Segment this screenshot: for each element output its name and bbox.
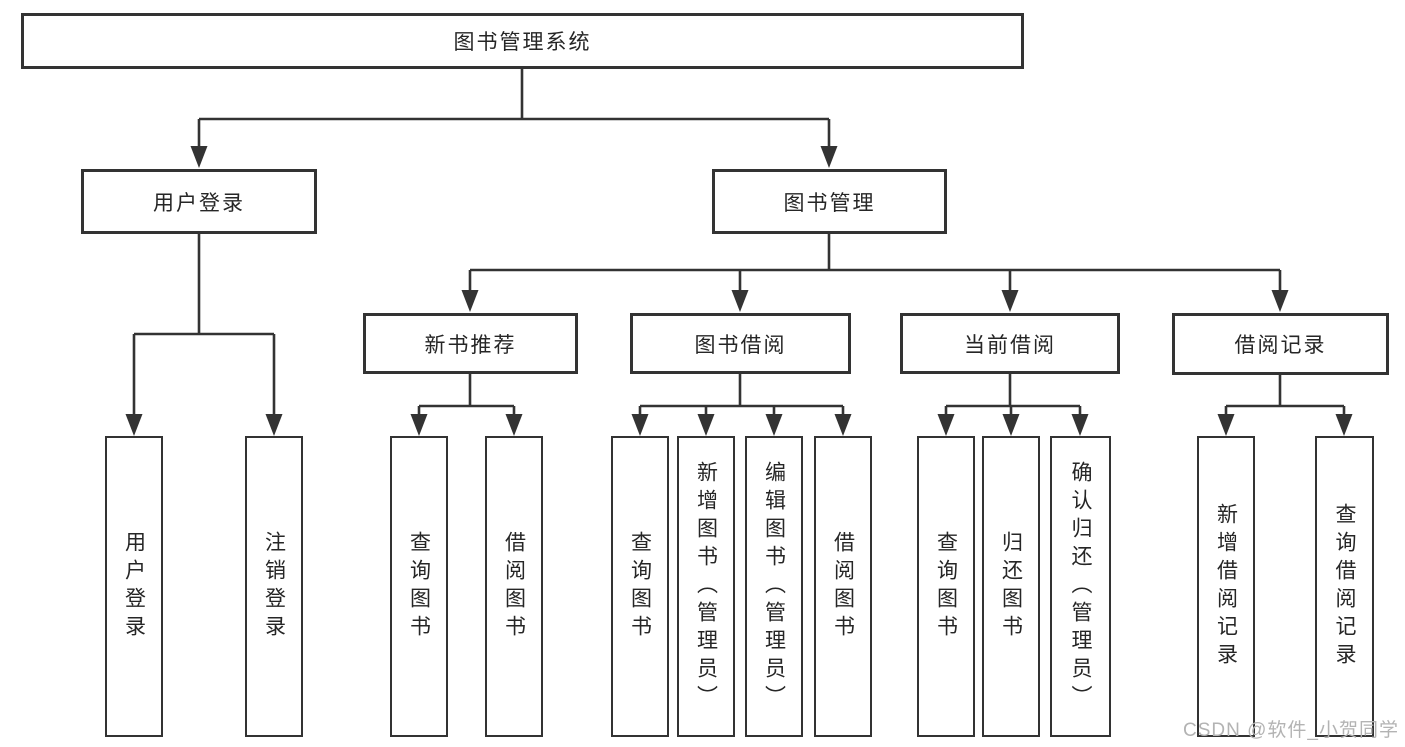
leaf-label: 查询图书 bbox=[628, 530, 652, 643]
leaf-borrow-books-recommend: 借阅图书 bbox=[485, 436, 543, 737]
leaf-label: 借阅图书 bbox=[502, 530, 526, 643]
leaf-label: 注销登录 bbox=[262, 530, 286, 643]
csdn-watermark: CSDN @软件_小贺同学 bbox=[1183, 720, 1399, 741]
leaf-label: 编辑图书（管理员） bbox=[762, 460, 786, 713]
leaf-label: 新增借阅记录 bbox=[1214, 502, 1238, 671]
leaf-label: 确认归还（管理员） bbox=[1069, 460, 1092, 713]
leaf-confirm-return-admin: 确认归还（管理员） bbox=[1050, 436, 1111, 737]
leaf-query-books-recommend: 查询图书 bbox=[390, 436, 448, 737]
node-label: 图书借阅 bbox=[694, 333, 787, 357]
leaf-label: 借阅图书 bbox=[831, 530, 855, 643]
node-label: 当前借阅 bbox=[964, 333, 1056, 357]
leaf-add-borrow-record: 新增借阅记录 bbox=[1197, 436, 1255, 737]
node-label: 新书推荐 bbox=[424, 333, 517, 357]
node-book-borrowing: 图书借阅 bbox=[630, 313, 851, 374]
node-label: 用户登录 bbox=[153, 191, 245, 215]
leaf-return-books: 归还图书 bbox=[982, 436, 1040, 737]
leaf-query-borrow-record: 查询借阅记录 bbox=[1315, 436, 1374, 737]
node-current-borrowing: 当前借阅 bbox=[900, 313, 1120, 374]
leaf-label: 查询图书 bbox=[934, 530, 958, 643]
leaf-query-books-current: 查询图书 bbox=[917, 436, 975, 737]
node-borrowing-records: 借阅记录 bbox=[1172, 313, 1389, 375]
node-user-login: 用户登录 bbox=[81, 169, 317, 234]
leaf-user-login: 用户登录 bbox=[105, 436, 163, 737]
leaf-label: 归还图书 bbox=[999, 530, 1023, 643]
leaf-logout: 注销登录 bbox=[245, 436, 303, 737]
leaf-edit-book-admin: 编辑图书（管理员） bbox=[745, 436, 803, 737]
leaf-borrow-books: 借阅图书 bbox=[814, 436, 872, 737]
leaf-label: 新增图书（管理员） bbox=[694, 460, 718, 713]
leaf-label: 用户登录 bbox=[122, 530, 146, 643]
node-book-management: 图书管理 bbox=[712, 169, 947, 234]
node-new-book-recommendation: 新书推荐 bbox=[363, 313, 578, 374]
node-library-management-system: 图书管理系统 bbox=[21, 13, 1024, 69]
leaf-label: 查询借阅记录 bbox=[1333, 502, 1356, 671]
node-label: 图书管理系统 bbox=[453, 31, 592, 54]
leaf-add-book-admin: 新增图书（管理员） bbox=[677, 436, 735, 737]
node-label: 借阅记录 bbox=[1234, 334, 1327, 357]
leaf-query-books-borrowing: 查询图书 bbox=[611, 436, 669, 737]
leaf-label: 查询图书 bbox=[407, 530, 431, 643]
node-label: 图书管理 bbox=[783, 191, 876, 215]
